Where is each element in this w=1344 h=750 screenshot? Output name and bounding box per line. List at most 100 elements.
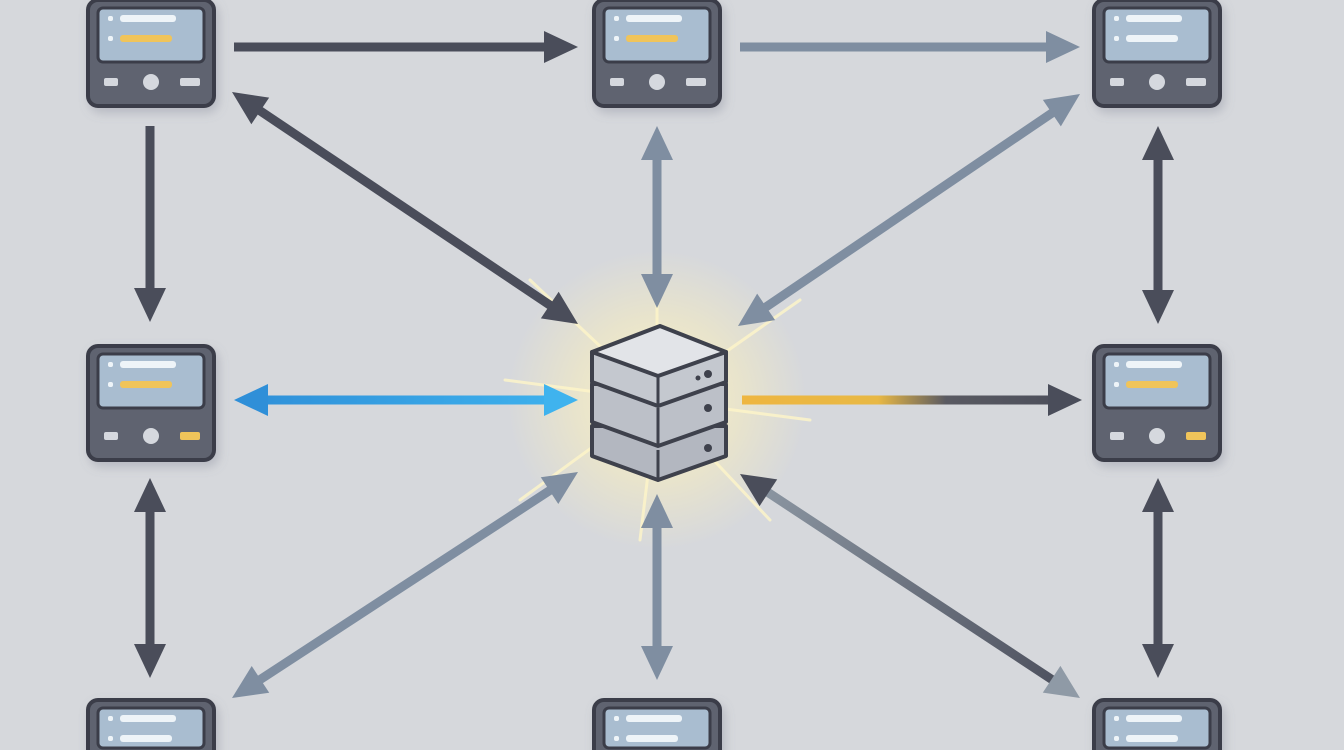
screen-dot xyxy=(1114,736,1119,741)
arrowhead-start xyxy=(1042,665,1080,698)
arrowhead-start xyxy=(641,126,673,160)
screen-line xyxy=(1126,35,1178,42)
device-node-mid-right[interactable] xyxy=(1092,344,1222,462)
screen-line xyxy=(626,15,682,22)
arrowhead-end xyxy=(738,293,776,326)
arrowhead-start xyxy=(232,666,270,698)
arrowhead-end xyxy=(641,274,673,308)
device-power-button xyxy=(649,74,665,90)
arrow-bottom-right-to-hub xyxy=(740,474,1080,698)
screen-dot xyxy=(614,716,619,721)
screen-dot xyxy=(108,736,113,741)
arrowhead-end xyxy=(1048,384,1082,416)
computer-terminal-icon xyxy=(592,0,722,108)
device-power-button xyxy=(143,428,159,444)
device-node-top-left[interactable] xyxy=(86,0,216,108)
screen-line xyxy=(1126,15,1182,22)
device-indicator xyxy=(1186,432,1206,440)
arrowhead-end xyxy=(540,291,578,324)
computer-terminal-icon xyxy=(86,0,216,108)
device-indicator xyxy=(1186,78,1206,86)
arrow-top-center-to-top-right xyxy=(740,31,1080,63)
device-node-top-right[interactable] xyxy=(1092,0,1222,108)
screen-dot xyxy=(1114,362,1119,367)
device-node-bottom-left[interactable] xyxy=(86,698,216,750)
device-power-button xyxy=(143,74,159,90)
computer-terminal-icon xyxy=(592,698,722,750)
device-indicator xyxy=(686,78,706,86)
device-button xyxy=(104,78,118,86)
device-power-button xyxy=(1149,74,1165,90)
screen-dot xyxy=(108,716,113,721)
device-power-button xyxy=(1149,428,1165,444)
computer-terminal-icon xyxy=(1092,344,1222,462)
screen-line xyxy=(120,35,172,42)
screen-dot xyxy=(108,382,113,387)
arrowhead-end xyxy=(641,494,673,528)
screen-dot xyxy=(108,36,113,41)
arrow-mid-left-to-hub xyxy=(234,384,578,416)
arrow-mid-right-to-bottom-right xyxy=(1142,478,1174,678)
arrowhead-end xyxy=(1142,644,1174,678)
hub-server[interactable] xyxy=(590,324,728,482)
arrow-top-center-to-hub xyxy=(641,126,673,308)
arrow-top-left-to-top-center xyxy=(234,31,578,63)
screen-line xyxy=(120,381,172,388)
arrow-top-left-to-hub xyxy=(232,92,578,324)
arrow-mid-left-to-bottom-left xyxy=(134,478,166,678)
arrowhead-end xyxy=(1046,31,1080,63)
screen-line xyxy=(1126,381,1178,388)
arrow-shaft xyxy=(251,102,559,314)
screen-dot xyxy=(108,16,113,21)
device-node-bottom-right[interactable] xyxy=(1092,698,1222,750)
arrowhead-start xyxy=(232,92,270,125)
device-indicator xyxy=(180,432,200,440)
screen-dot xyxy=(614,736,619,741)
arrowhead-start xyxy=(134,478,166,512)
screen-dot xyxy=(614,36,619,41)
arrowhead-start xyxy=(234,384,268,416)
screen-dot xyxy=(108,362,113,367)
arrowhead-end xyxy=(134,288,166,322)
computer-terminal-icon xyxy=(86,698,216,750)
arrowhead-start xyxy=(1142,126,1174,160)
device-button xyxy=(610,78,624,86)
screen-line xyxy=(1126,715,1182,722)
arrowhead-end xyxy=(1142,290,1174,324)
arrowhead-start xyxy=(1042,94,1080,127)
arrowhead-end xyxy=(134,644,166,678)
screen-dot xyxy=(614,16,619,21)
arrow-shaft xyxy=(756,104,1062,316)
screen-line xyxy=(120,15,176,22)
screen-line xyxy=(120,735,172,742)
arrowhead-end xyxy=(544,384,578,416)
screen-dot xyxy=(1114,716,1119,721)
arrow-shaft xyxy=(759,484,1061,688)
device-node-mid-left[interactable] xyxy=(86,344,216,462)
arrow-top-right-to-hub xyxy=(738,94,1080,326)
arrowhead-start xyxy=(641,646,673,680)
screen-line xyxy=(626,35,678,42)
device-nodes xyxy=(86,0,1222,750)
device-button xyxy=(1110,432,1124,440)
screen-line xyxy=(1126,361,1182,368)
device-button xyxy=(104,432,118,440)
device-node-bottom-center[interactable] xyxy=(592,698,722,750)
screen-line xyxy=(120,715,176,722)
device-button xyxy=(1110,78,1124,86)
screen-line xyxy=(626,715,682,722)
device-indicator xyxy=(180,78,200,86)
screen-line xyxy=(1126,735,1178,742)
screen-dot xyxy=(1114,382,1119,387)
device-node-top-center[interactable] xyxy=(592,0,722,108)
server-stack-icon xyxy=(590,324,728,482)
screen-dot xyxy=(1114,16,1119,21)
arrow-top-right-to-mid-right xyxy=(1142,126,1174,324)
screen-dot xyxy=(1114,36,1119,41)
computer-terminal-icon xyxy=(1092,0,1222,108)
computer-terminal-icon xyxy=(1092,698,1222,750)
arrowhead-end xyxy=(540,472,578,504)
arrowhead-start xyxy=(1142,478,1174,512)
arrow-hub-to-mid-right xyxy=(742,384,1082,416)
